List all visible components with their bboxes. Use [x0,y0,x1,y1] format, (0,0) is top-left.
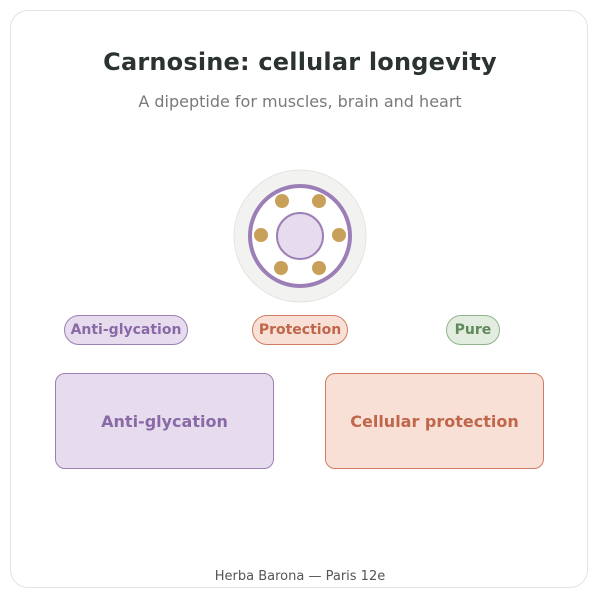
tag-protection: Protection [252,315,348,345]
emblem-dot [312,261,326,275]
card-anti-glycation-label: Anti-glycation [101,411,228,431]
molecule-ring-icon [233,169,367,303]
emblem-core [276,212,324,260]
emblem-dot [312,194,326,208]
emblem-dot [254,228,268,242]
tag-anti-glycation: Anti-glycation [64,315,188,345]
emblem-dot [275,194,289,208]
card-anti-glycation: Anti-glycation [55,373,274,469]
page-title: Carnosine: cellular longevity [103,48,497,76]
emblem-dot [274,261,288,275]
emblem-dot [332,228,346,242]
footer-credit: Herba Barona — Paris 12e [214,569,386,584]
card-cellular-protection: Cellular protection [325,373,544,469]
page-subtitle: A dipeptide for muscles, brain and heart [138,92,462,111]
card-cellular-protection-label: Cellular protection [350,411,519,431]
tag-pure: Pure [446,315,500,345]
